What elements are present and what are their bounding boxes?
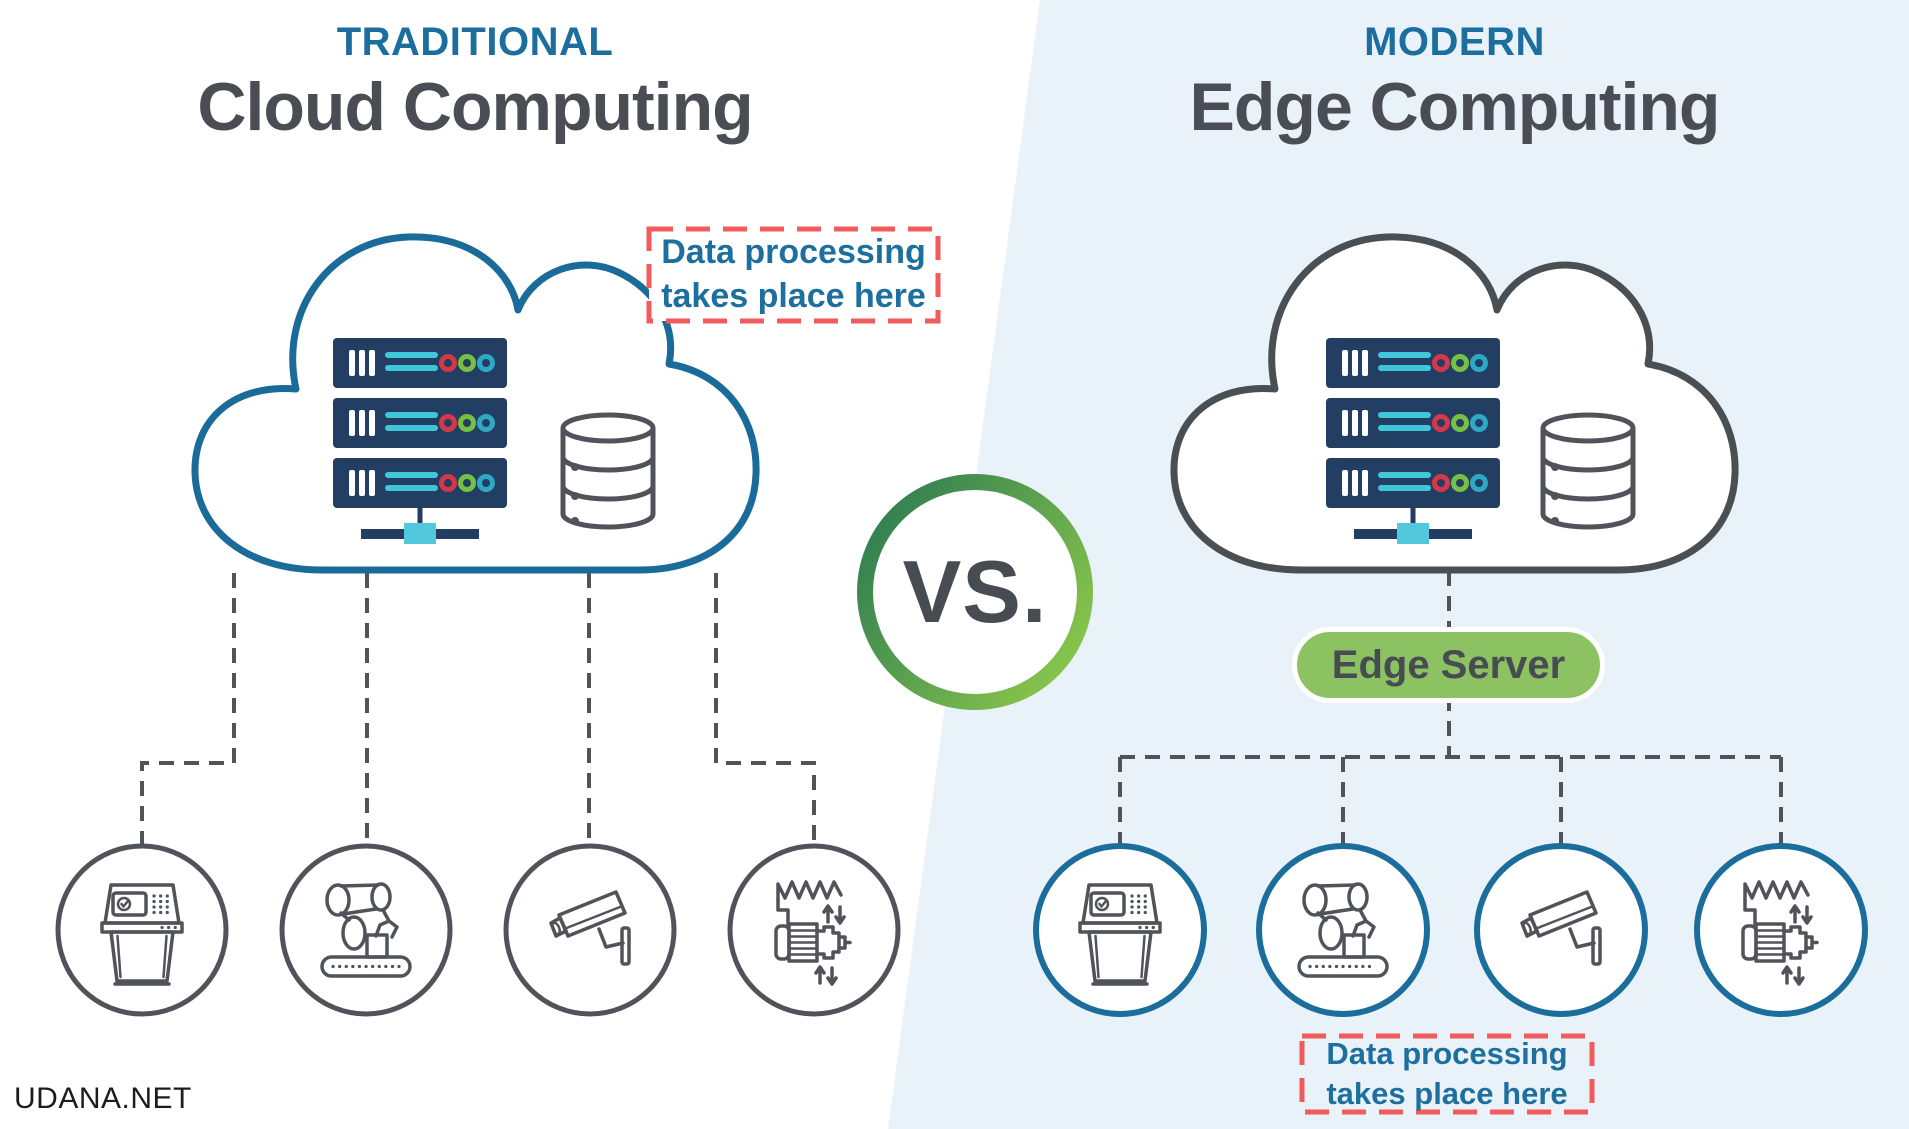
database-icon (1543, 415, 1633, 527)
right-note-line1: Data processing (1326, 1036, 1568, 1072)
left-note-line2: takes place here (661, 277, 926, 315)
edge-server-badge: Edge Server (1292, 627, 1605, 703)
left-title: Cloud Computing (197, 69, 753, 145)
left-device-row (55, 843, 901, 1017)
right-eyebrow: MODERN (1364, 20, 1545, 64)
vs-label: VS. (902, 542, 1048, 641)
right-note-line2: takes place here (1326, 1076, 1568, 1111)
left-device-kiosk-circle (55, 843, 229, 1017)
right-device-camera-circle (1474, 843, 1648, 1017)
left-processing-note: Data processing takes place here (649, 229, 938, 321)
left-note-dashed-border (646, 226, 941, 324)
right-title: Edge Computing (1189, 69, 1721, 145)
left-device-camera-circle (503, 843, 677, 1017)
right-device-kiosk-circle (1033, 843, 1207, 1017)
left-note-line1: Data processing (661, 233, 926, 272)
left-eyebrow: TRADITIONAL (336, 20, 614, 64)
edge-server-badge-label: Edge Server (1331, 642, 1566, 687)
database-icon (563, 415, 653, 527)
left-cloud-device-connectors (140, 573, 816, 846)
vs-ring (857, 474, 1093, 710)
site-watermark: UDANA.NET (14, 1082, 192, 1115)
right-device-row (1033, 843, 1868, 1017)
right-processing-note: Data processing takes place here (1302, 1036, 1592, 1112)
right-edge-device-connectors (1118, 571, 1783, 846)
